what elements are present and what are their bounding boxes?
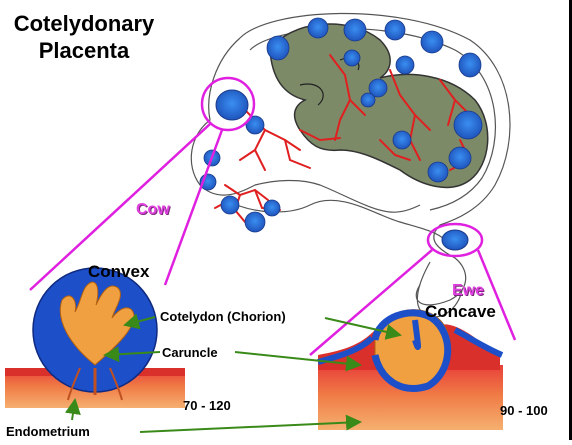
title-line-2: Placenta (0, 37, 170, 64)
title-line-1: Cotelydonary (0, 10, 170, 37)
cotelydon-label: Cotelydon (Chorion) (160, 309, 286, 324)
cow-cotyledon-count: 70 - 120 (183, 398, 231, 413)
cow-label: Cow (136, 201, 170, 219)
cow-highlight (30, 78, 254, 290)
ewe-label: Ewe (452, 282, 484, 300)
concave-label: Concave (425, 302, 496, 322)
endometrium-label: Endometrium (6, 424, 90, 439)
convex-label: Convex (88, 262, 149, 282)
concave-cotyledon (318, 310, 503, 430)
diagram-title: Cotelydonary Placenta (0, 10, 170, 64)
caruncle-label: Caruncle (162, 345, 218, 360)
ewe-cotyledon-count: 90 - 100 (500, 403, 548, 418)
